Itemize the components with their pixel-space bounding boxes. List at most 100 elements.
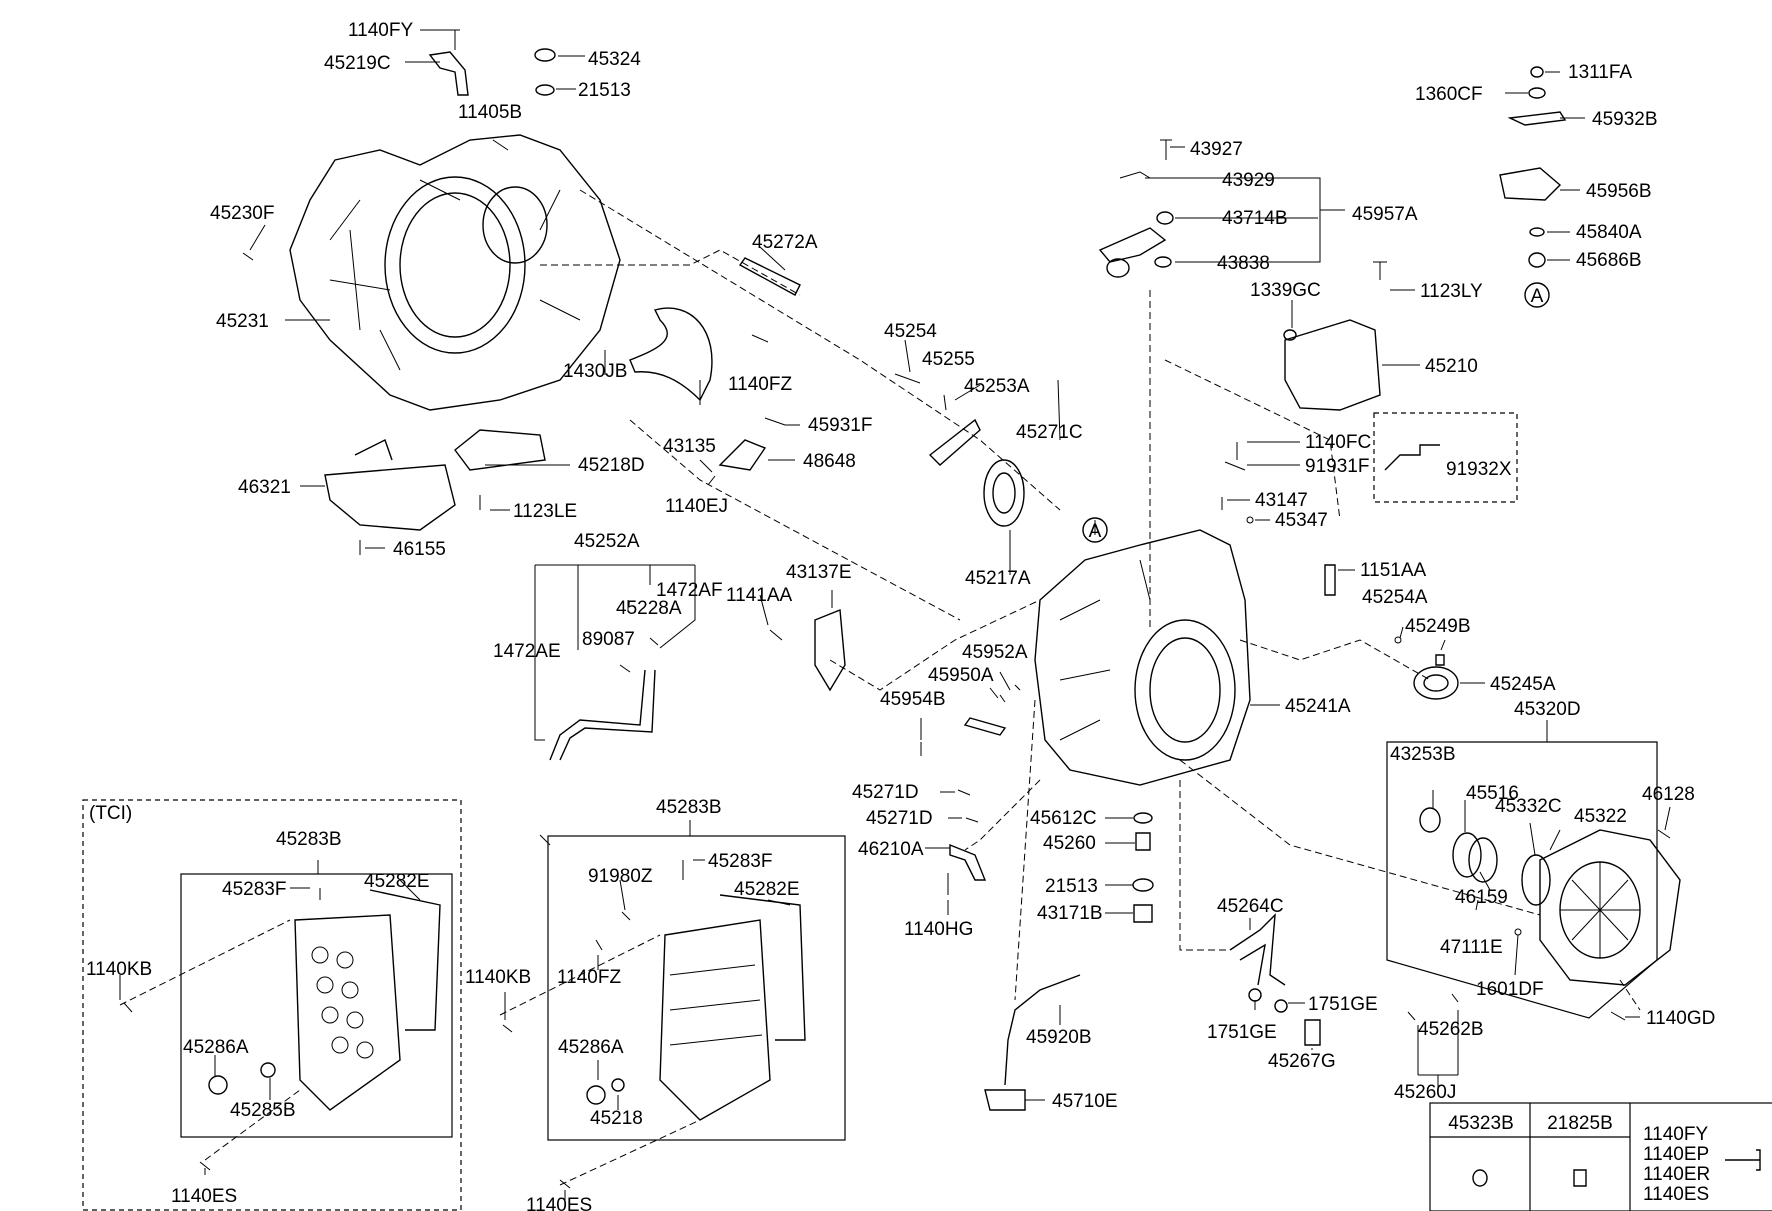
oring-1751GEa — [1248, 988, 1262, 1002]
bolt-1140KBb — [502, 1024, 513, 1033]
pipe-45264C — [1229, 913, 1286, 986]
part-label: 43253B — [1390, 744, 1456, 765]
bracket-91931F — [1224, 461, 1246, 471]
part-label: 45254A — [1362, 587, 1428, 608]
part-label: 45283F — [708, 851, 772, 872]
bolt-1140ESa — [199, 1161, 211, 1171]
part-label: 45320D — [1514, 699, 1581, 720]
sensor-89087 — [619, 664, 631, 673]
bracket-45957A — [1098, 227, 1167, 263]
part-label: 91931F — [1305, 456, 1369, 477]
ball-45347 — [1246, 516, 1254, 524]
lever-45253A — [928, 418, 981, 466]
part-label: 21513 — [1045, 876, 1098, 897]
part-label: 45322 — [1574, 806, 1627, 827]
group-label-tci: (TCI) — [89, 803, 132, 824]
part-label: 43929 — [1222, 170, 1275, 191]
nut-1311FA — [1530, 66, 1544, 78]
part-label: 1140KB — [86, 959, 152, 980]
oring-45612C — [1133, 812, 1153, 824]
part-label: 45230F — [210, 203, 274, 224]
part-label: 1140ES — [171, 1186, 237, 1207]
part-label: 45217A — [965, 568, 1031, 589]
clip-45271Db — [965, 817, 979, 823]
plug-45262B-right — [1451, 993, 1459, 1003]
seal-45332C — [1521, 854, 1551, 906]
part-label: 45950A — [928, 665, 994, 686]
sensor-45710E — [984, 1089, 1026, 1111]
bushing-45686B — [1528, 252, 1546, 268]
seal-45217A — [983, 459, 1025, 527]
part-drawings — [289, 51, 1681, 1121]
part-label: 1151AA — [1360, 560, 1427, 581]
tci-kit-frame — [180, 873, 453, 1138]
lever-48648 — [718, 439, 767, 471]
plug-45260 — [1135, 832, 1151, 851]
part-label: 45957A — [1352, 204, 1418, 225]
part-label: 45264C — [1217, 896, 1284, 917]
pin-45950A — [999, 694, 1006, 703]
part-label: 45286A — [558, 1037, 624, 1058]
part-label: 45271D — [866, 808, 933, 829]
legend-bolt-code: 1140EP — [1643, 1144, 1709, 1165]
part-label: 43838 — [1217, 253, 1270, 274]
plate-45954B — [963, 717, 1007, 736]
part-label: 43135 — [663, 436, 716, 457]
filter-neck — [354, 439, 393, 461]
part-label: 1123LE — [513, 501, 577, 522]
part-label: 45210 — [1425, 356, 1478, 377]
part-label: 45932B — [1592, 109, 1658, 130]
part-label: 45612C — [1030, 808, 1097, 829]
strainer-45286Aa — [208, 1075, 228, 1095]
tci-frame — [82, 799, 462, 1211]
part-label: 45254 — [884, 321, 937, 342]
part-label: 45255 — [922, 349, 975, 370]
washer-43838 — [1154, 256, 1172, 268]
part-label: 1751GE — [1308, 994, 1378, 1015]
part-label: 45249B — [1405, 616, 1471, 637]
filter-46321 — [324, 464, 456, 531]
reference-letter-a: A — [1531, 286, 1544, 307]
bolt-1140FZb — [595, 939, 603, 951]
part-label: 1141AA — [726, 585, 793, 606]
part-label: 45332C — [1495, 796, 1562, 817]
part-label: 46159 — [1455, 887, 1508, 908]
part-label: 1140GD — [1646, 1008, 1715, 1029]
oil-pan-kit-frame — [547, 835, 846, 1141]
part-label: 45218 — [590, 1108, 643, 1129]
assembly-lines — [119, 189, 1641, 1186]
part-label: 1140FZ — [728, 374, 792, 395]
washer-45840A — [1529, 227, 1545, 237]
clip-45271Da — [957, 789, 971, 796]
oring-45516 — [1452, 832, 1482, 878]
bolt-1472AE — [539, 834, 551, 846]
part-label: 45245A — [1490, 674, 1556, 695]
part-label: 45272A — [752, 232, 818, 253]
part-label: 45283F — [222, 879, 286, 900]
part-label: 45260 — [1043, 833, 1096, 854]
bracket-45210 — [1284, 319, 1381, 411]
part-label: 1140FY — [348, 20, 413, 41]
main-case-45241A — [1034, 529, 1251, 786]
bushing-43714B — [1156, 211, 1174, 225]
plug-45249B — [1435, 654, 1445, 666]
part-label: 45283B — [276, 829, 342, 850]
legend-header-21825B: 21825B — [1547, 1113, 1613, 1134]
part-label: 45252A — [574, 531, 640, 552]
part-label: 45324 — [588, 49, 641, 70]
plug-43253B — [1419, 807, 1441, 833]
reference-letter-a: A — [1089, 521, 1102, 542]
part-label: 45956B — [1586, 181, 1652, 202]
bolt-1140ESb — [559, 1179, 571, 1189]
rod-45272A — [738, 257, 801, 296]
bolt-45267G — [1304, 1019, 1321, 1046]
part-label: 45283B — [656, 797, 722, 818]
part-label: 45231 — [216, 311, 269, 332]
pin-45952A — [1014, 684, 1021, 691]
washer-21513 — [535, 84, 555, 96]
part-label: 45285B — [230, 1100, 296, 1121]
part-label: 43147 — [1255, 490, 1308, 511]
part-label: 45228A — [616, 598, 682, 619]
